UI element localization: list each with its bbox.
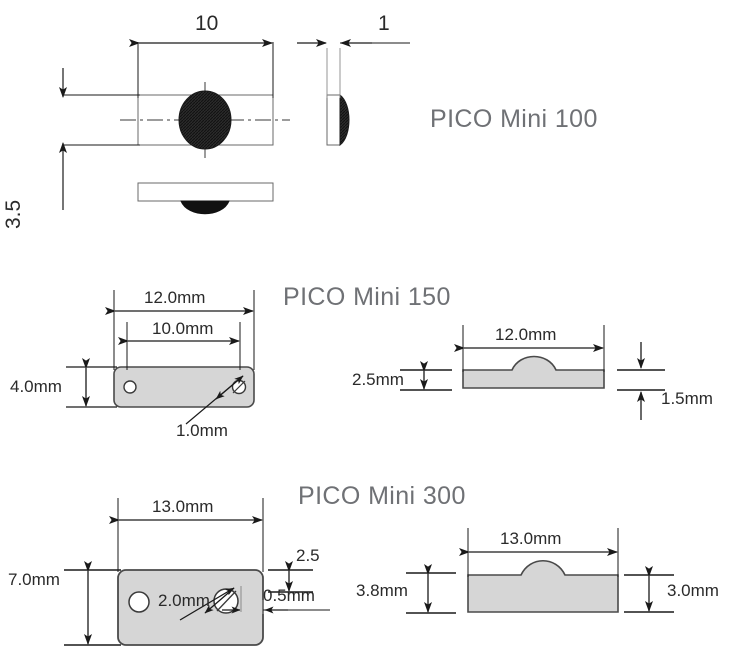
drawing-pico-mini-100 — [59, 39, 410, 215]
section-body-300 — [467, 560, 619, 613]
dim-label-height-100: 3.5 — [2, 199, 25, 229]
dim-label-thickness-100: 1 — [378, 12, 390, 35]
dimension-base-thickness-150 — [617, 342, 665, 420]
dim-label-hole-diameter-300: 2.0mm — [158, 591, 210, 610]
model-title-pico-mini-300: PICO Mini 300 — [298, 482, 466, 510]
dimension-section-length-150 — [454, 325, 605, 372]
dimension-height-100 — [59, 68, 140, 210]
dimension-width-100 — [129, 39, 274, 98]
dimension-section-length-300 — [459, 528, 619, 577]
model-title-pico-mini-100: PICO Mini 100 — [430, 105, 598, 133]
dimension-overall-width-150 — [66, 358, 117, 408]
dim-label-base-thickness-150: 1.5mm — [661, 389, 713, 408]
dim-label-edge-offset-top-300-clip: 2.5 — [296, 546, 334, 572]
dimension-edge-offset-side-300 — [222, 586, 330, 614]
dim-label-width-100: 10 — [195, 12, 219, 35]
dim-label-section-length-150: 12.0mm — [495, 325, 557, 344]
dim-label-overall-length-300: 13.0mm — [152, 497, 214, 516]
lens-dome-bottom — [180, 200, 230, 215]
dimension-hole-diameter-150 — [185, 375, 244, 425]
hole-left-150 — [123, 380, 137, 394]
drawing-pico-mini-150 — [66, 290, 665, 425]
dimension-total-height-300 — [406, 564, 456, 614]
dim-label-hole-diameter-150: 1.0mm — [176, 421, 228, 440]
dim-label-total-height-300: 3.8mm — [356, 581, 408, 600]
dimension-dome-height-150 — [400, 361, 452, 391]
dim-label-hole-spacing-150: 10.0mm — [152, 319, 214, 338]
view-plan-150 — [113, 366, 255, 408]
lens-dome-side — [339, 93, 350, 147]
dimension-overall-width-300 — [64, 561, 121, 646]
dimension-base-thickness-300 — [624, 566, 674, 613]
dimension-overall-length-300 — [109, 498, 264, 572]
dimension-thickness-100 — [297, 39, 410, 98]
drawing-pico-mini-300 — [64, 498, 674, 646]
view-section-150 — [462, 355, 605, 389]
dim-label-overall-width-150: 4.0mm — [10, 377, 62, 396]
dim-label-overall-length-150: 12.0mm — [144, 288, 206, 307]
view-bottom-100 — [137, 182, 274, 215]
dim-label-dome-height-150: 2.5mm — [352, 370, 404, 389]
section-body-150 — [462, 355, 605, 389]
dim-label-edge-offset-side-300: 0.5mm — [263, 586, 315, 605]
dim-label-section-length-300: 13.0mm — [500, 529, 562, 548]
dim-label-edge-offset-top-300: 2.5 — [296, 546, 320, 565]
hole-left-300 — [128, 591, 150, 613]
view-section-300 — [467, 560, 619, 613]
dim-label-overall-width-300: 7.0mm — [8, 570, 60, 589]
dimension-overall-length-150 — [105, 290, 255, 370]
model-title-pico-mini-150: PICO Mini 150 — [283, 283, 451, 311]
view-top-100 — [120, 82, 290, 158]
lens-dome-top — [178, 90, 232, 150]
view-side-100 — [326, 93, 350, 147]
dimension-hole-spacing-150 — [118, 322, 241, 370]
dimension-hole-diameter-300 — [179, 587, 235, 621]
dim-label-base-thickness-300: 3.0mm — [667, 581, 719, 600]
dimension-edge-offset-top-300 — [268, 561, 313, 593]
